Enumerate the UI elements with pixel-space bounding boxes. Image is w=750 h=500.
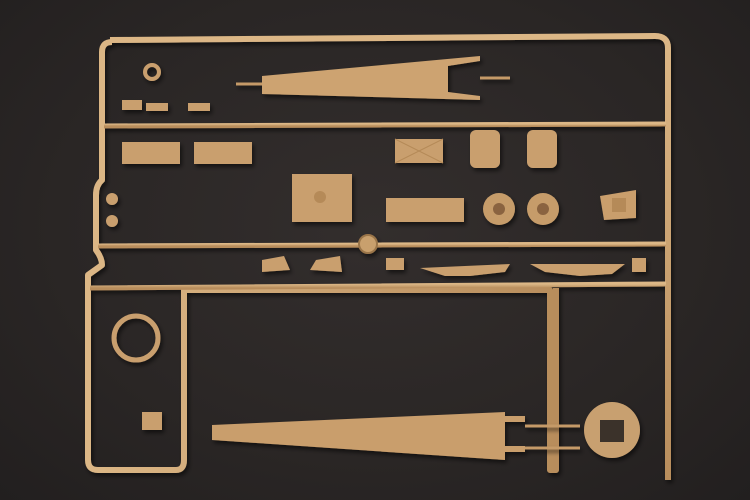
small-bracket xyxy=(386,258,404,270)
long-beam-top xyxy=(262,56,480,100)
panel-left-2 xyxy=(194,142,252,164)
roller-2 xyxy=(106,215,118,227)
cross-bracket xyxy=(143,63,161,81)
ring xyxy=(111,313,161,363)
long-beam-bottom xyxy=(212,412,505,460)
sprue-frame xyxy=(85,32,671,480)
leaf-spring-right xyxy=(530,264,625,276)
small-bracket-right xyxy=(632,258,646,272)
leaf-spring-left xyxy=(420,264,510,276)
hinge-part-left xyxy=(262,256,290,272)
parts xyxy=(106,56,646,460)
chassis-plate xyxy=(386,198,464,222)
panel-left-1 xyxy=(122,142,180,164)
hatch-panel-right xyxy=(527,130,557,168)
roller-1 xyxy=(106,193,118,205)
small-block xyxy=(142,412,162,430)
hinge-part-right xyxy=(310,256,342,272)
hatch-panel-left xyxy=(470,130,500,168)
